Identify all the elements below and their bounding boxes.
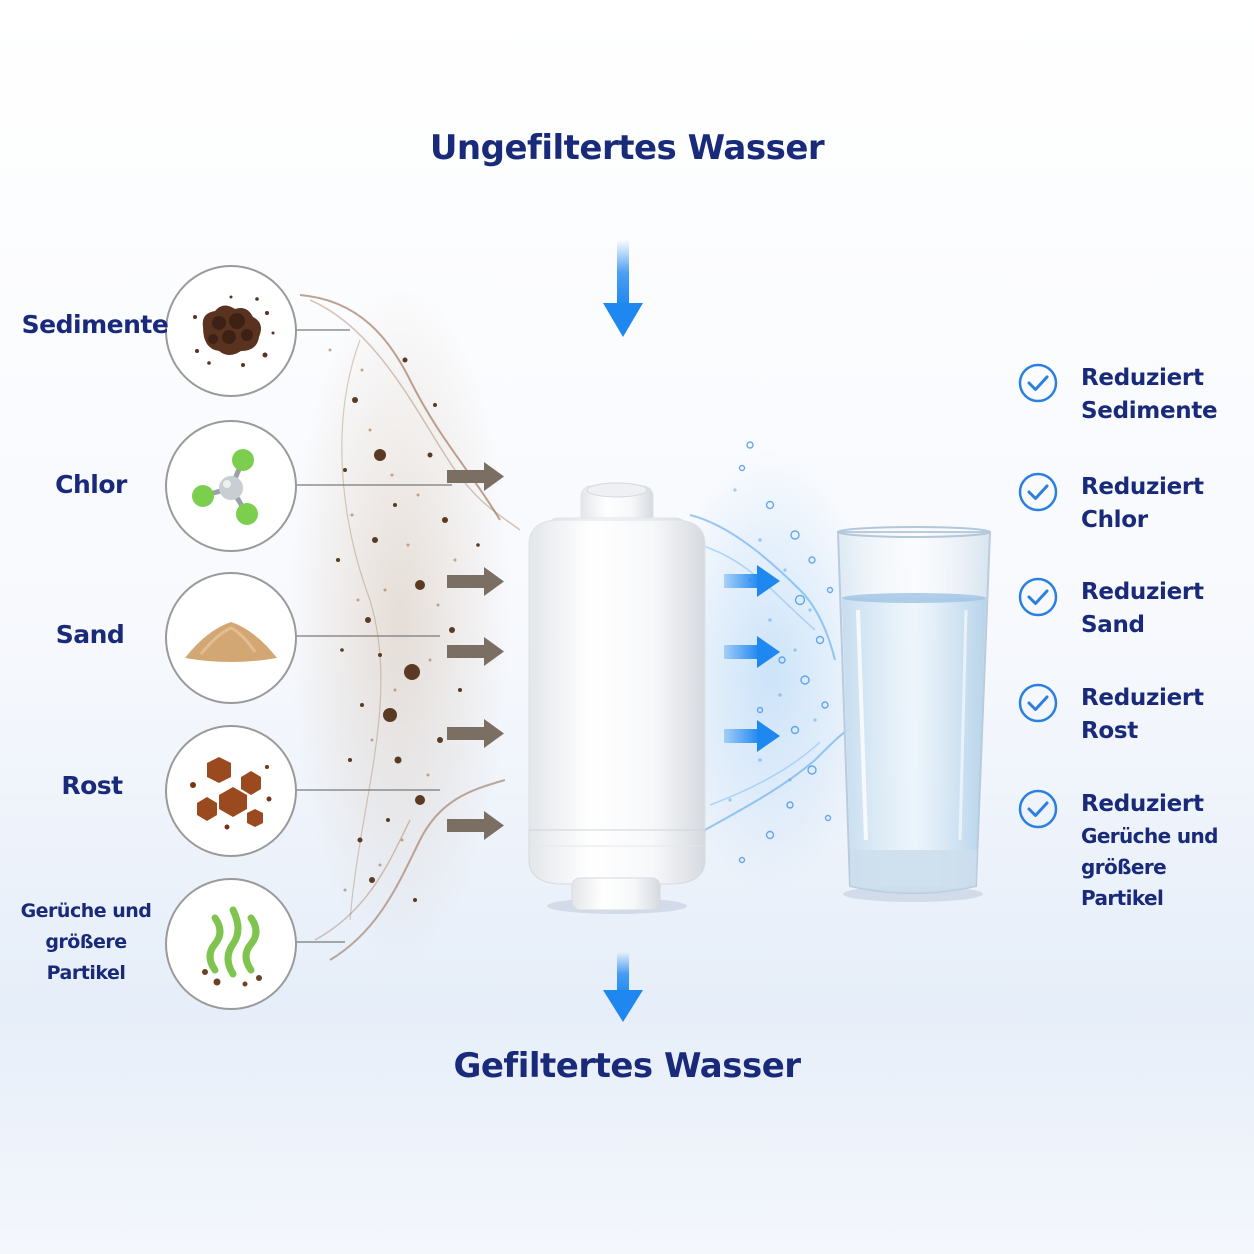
water-glass	[836, 526, 992, 902]
blue-arrows	[724, 565, 780, 752]
arrow-right-gray-icon	[447, 719, 504, 748]
rust-particles-icon	[190, 757, 272, 830]
check-circle-icon	[1018, 683, 1058, 723]
sand-circle	[165, 572, 297, 704]
arrow-right-blue-icon	[724, 720, 780, 752]
check-circle-icon	[1018, 577, 1058, 617]
check-circle-icon	[1018, 363, 1058, 403]
label-odors-particles: Gerüche und größere Partikel	[20, 900, 152, 984]
label-chlorine: Chlor	[55, 470, 127, 499]
rust-circle	[165, 725, 297, 857]
arrow-down-top-icon	[603, 240, 643, 337]
arrow-right-gray-icon	[447, 637, 504, 666]
arrow-right-gray-icon	[447, 462, 504, 491]
title-unfiltered-water: Ungefiltertes Wasser	[429, 128, 825, 168]
title-filtered-water: Gefiltertes Wasser	[453, 1046, 801, 1086]
dirty-water-stream	[290, 280, 521, 961]
sediment-icon	[193, 295, 275, 367]
check-circle-icon	[1018, 789, 1058, 829]
chlorine-molecule-icon	[192, 449, 258, 525]
check-circle-icon	[1018, 472, 1058, 512]
chlorine-circle	[165, 420, 297, 552]
odor-waves-icon	[202, 906, 262, 987]
gray-arrows	[447, 462, 504, 840]
sediment-circle	[165, 265, 297, 397]
sand-pile-icon	[185, 622, 277, 662]
label-sand: Sand	[55, 620, 125, 649]
odor-circle	[165, 878, 297, 1010]
arrow-right-gray-icon	[447, 811, 504, 840]
arrow-right-blue-icon	[724, 636, 780, 668]
arrow-right-blue-icon	[724, 565, 780, 597]
connector-lines	[294, 329, 452, 943]
filter-cartridge	[528, 482, 706, 914]
arrow-right-gray-icon	[447, 567, 504, 596]
arrow-down-bottom-icon	[603, 952, 643, 1022]
label-rust: Rost	[61, 771, 123, 800]
label-sediments: Sedimente	[21, 310, 169, 339]
